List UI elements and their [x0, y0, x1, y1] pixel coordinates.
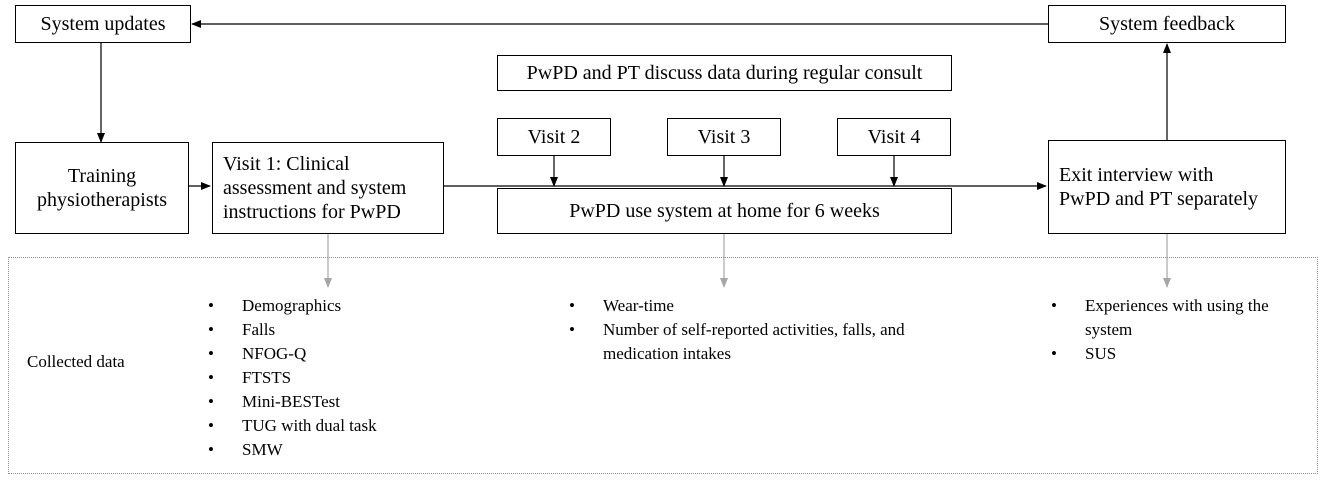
- visit1-data-list: Demographics Falls NFOG-Q FTSTS Mini-BES…: [208, 294, 438, 462]
- visit1-label-line2: assessment and system: [223, 177, 407, 199]
- home-use-label: PwPD use system at home for 6 weeks: [569, 200, 880, 222]
- exit-interview-box: Exit interview with PwPD and PT separate…: [1048, 140, 1286, 234]
- training-box: Training physiotherapists: [15, 142, 189, 234]
- system-feedback-label: System feedback: [1098, 13, 1236, 35]
- list-item: FTSTS: [208, 366, 438, 390]
- list-item: Number of self-reported activities, fall…: [569, 318, 909, 366]
- system-updates-box: System updates: [15, 5, 191, 43]
- list-item: Mini-BESTest: [208, 390, 438, 414]
- system-feedback-box: System feedback: [1048, 5, 1286, 43]
- list-item: Falls: [208, 318, 438, 342]
- training-label-line2: physiotherapists: [37, 189, 167, 211]
- exit-label-line2: PwPD and PT separately: [1059, 188, 1259, 210]
- visit4-box: Visit 4: [837, 118, 951, 156]
- home-data-list: Wear-time Number of self-reported activi…: [569, 294, 909, 366]
- list-item: Demographics: [208, 294, 438, 318]
- exit-label-line1: Exit interview with: [1059, 164, 1214, 186]
- system-updates-label: System updates: [40, 13, 166, 35]
- list-item: TUG with dual task: [208, 414, 438, 438]
- collected-data-label: Collected data: [27, 352, 125, 371]
- discuss-box: PwPD and PT discuss data during regular …: [497, 55, 952, 91]
- discuss-label: PwPD and PT discuss data during regular …: [526, 62, 923, 84]
- visit1-label-line3: instructions for PwPD: [223, 201, 401, 223]
- list-item: SMW: [208, 438, 438, 462]
- visit4-label: Visit 4: [867, 126, 921, 148]
- list-item: SUS: [1051, 342, 1291, 366]
- visit3-box: Visit 3: [667, 118, 781, 156]
- training-label-line1: Training: [67, 165, 137, 187]
- list-item: Wear-time: [569, 294, 909, 318]
- exit-data-list: Experiences with using the system SUS: [1051, 294, 1291, 366]
- visit3-label: Visit 3: [697, 126, 751, 148]
- home-use-box: PwPD use system at home for 6 weeks: [497, 188, 952, 234]
- collected-data-panel: [8, 257, 1318, 474]
- list-item: Experiences with using the system: [1051, 294, 1291, 342]
- visit2-label: Visit 2: [527, 126, 581, 148]
- visit1-label-line1: Visit 1: Clinical: [223, 153, 350, 175]
- visit2-box: Visit 2: [497, 118, 611, 156]
- list-item: NFOG-Q: [208, 342, 438, 366]
- visit1-box: Visit 1: Clinical assessment and system …: [212, 142, 444, 234]
